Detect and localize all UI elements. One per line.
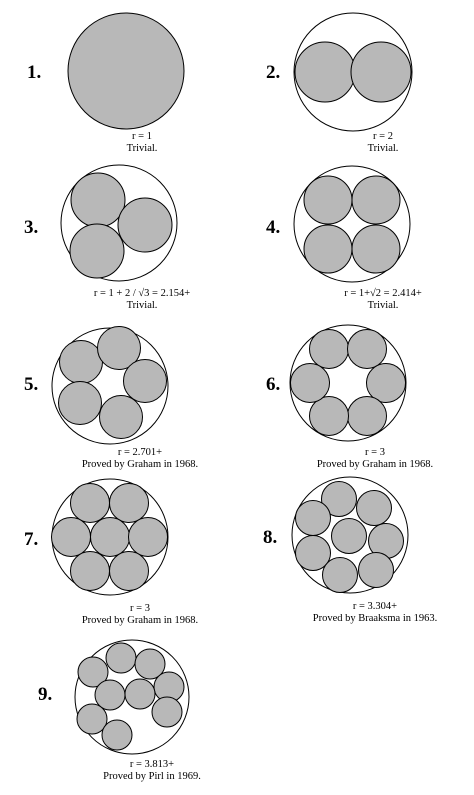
packing-1-radius: r = 1 [132, 131, 152, 142]
packing-2: 2. r = 2 Trivial. [266, 12, 413, 154]
packing-4-label: 4. [266, 217, 280, 238]
packing-7-disc-1 [70, 483, 110, 523]
packing-9-disc-9 [101, 719, 133, 751]
packing-5-disc-5 [58, 381, 102, 425]
packing-7-disc-4 [90, 517, 130, 557]
packing-3-disc-1 [70, 172, 126, 228]
packing-6-note: Proved by Graham in 1968. [317, 459, 433, 470]
packing-2-label: 2. [266, 62, 280, 83]
packing-6-disc-2 [347, 329, 387, 369]
packing-1-note: Trivial. [127, 143, 158, 154]
packing-5: 5. r = 2.701+ Proved by Graham in 1968. [24, 326, 198, 470]
packing-7-disc-3 [51, 517, 91, 557]
packing-7-disc-5 [128, 517, 168, 557]
packing-6-disc-6 [290, 363, 330, 403]
packing-9-disc-7 [76, 703, 108, 735]
packing-9-label: 9. [38, 684, 52, 705]
packing-7: 7. r = 3 Proved by Graham in 1968. [24, 478, 198, 626]
packing-4-disc-2 [351, 175, 401, 225]
packing-4: 4. r = 1+√2 = 2.414+ Trivial. [266, 165, 422, 311]
packing-9-disc-3 [77, 656, 109, 688]
packing-2-disc-1 [294, 41, 356, 103]
packing-3-disc-3 [117, 197, 173, 253]
packing-7-disc-2 [109, 483, 149, 523]
packing-8-disc-4 [331, 518, 367, 554]
packing-8: 8. r = 3.304+ Proved by Braaksma in 1963… [263, 476, 438, 624]
packing-3-radius: r = 1 + 2 / √3 = 2.154+ [94, 287, 190, 299]
packing-9-radius: r = 3.813+ [130, 759, 174, 770]
packing-8-label: 8. [263, 527, 277, 548]
packing-8-disc-1 [321, 481, 357, 517]
packing-6-radius: r = 3 [365, 447, 385, 458]
packing-9: 9. r = 3.813+ Proved by Pirl in 1969. [38, 639, 201, 782]
packing-8-disc-3 [295, 500, 331, 536]
packing-9-note: Proved by Pirl in 1969. [103, 771, 201, 782]
packing-5-discs [51, 326, 169, 445]
packing-2-radius: r = 2 [373, 131, 393, 142]
packing-9-disc-6 [94, 679, 126, 711]
packing-6-discs [289, 324, 407, 442]
packing-7-disc-6 [70, 551, 110, 591]
packing-4-discs [293, 165, 411, 283]
packing-9-discs [74, 639, 190, 755]
packing-8-disc-6 [295, 535, 331, 571]
packing-7-discs [51, 478, 169, 596]
packing-6-disc-4 [347, 396, 387, 436]
packing-4-disc-1 [303, 175, 353, 225]
packing-6-disc-3 [366, 363, 406, 403]
packing-9-disc-2 [134, 648, 166, 680]
packing-8-disc-2 [356, 490, 392, 526]
packing-8-discs [291, 476, 409, 594]
packing-9-disc-8 [151, 696, 183, 728]
packing-3-discs [60, 164, 178, 282]
packing-6: 6. r = 3 Proved by Graham in 1968. [266, 324, 433, 470]
packing-7-radius: r = 3 [130, 603, 150, 614]
packing-6-disc-5 [309, 396, 349, 436]
packing-8-note: Proved by Braaksma in 1963. [313, 613, 438, 624]
packing-9-disc-1 [105, 642, 137, 674]
packing-6-disc-1 [309, 329, 349, 369]
packing-7-note: Proved by Graham in 1968. [82, 615, 198, 626]
packing-5-disc-1 [59, 340, 103, 384]
packing-2-note: Trivial. [368, 143, 399, 154]
packing-4-disc-4 [351, 224, 401, 274]
packing-1-label: 1. [27, 62, 41, 83]
packing-7-disc-7 [109, 551, 149, 591]
packing-3-note: Trivial. [127, 300, 158, 311]
packing-1: 1. r = 1 Trivial. [27, 12, 185, 154]
packing-1-discs [67, 12, 185, 130]
packing-3-label: 3. [24, 217, 38, 238]
packing-5-label: 5. [24, 374, 38, 395]
packing-4-disc-3 [303, 224, 353, 274]
packing-9-disc-5 [124, 678, 156, 710]
packing-5-disc-4 [99, 395, 143, 439]
packing-7-label: 7. [24, 529, 38, 550]
packing-5-note: Proved by Graham in 1968. [82, 459, 198, 470]
packing-8-disc-8 [358, 552, 394, 588]
packing-1-container-circle [67, 12, 185, 130]
packing-3-disc-2 [69, 223, 125, 279]
packing-3: 3. r = 1 + 2 / √3 = 2.154+ Trivial. [24, 164, 190, 311]
packing-4-radius: r = 1+√2 = 2.414+ [344, 287, 422, 299]
packing-5-radius: r = 2.701+ [118, 447, 162, 458]
packing-8-disc-7 [322, 557, 358, 593]
packing-2-discs [293, 12, 413, 132]
packing-8-radius: r = 3.304+ [353, 601, 397, 612]
packing-5-disc-3 [123, 359, 167, 403]
packing-6-label: 6. [266, 374, 280, 395]
packing-4-note: Trivial. [368, 300, 399, 311]
packing-5-disc-2 [97, 326, 141, 370]
packing-2-disc-2 [350, 41, 412, 103]
